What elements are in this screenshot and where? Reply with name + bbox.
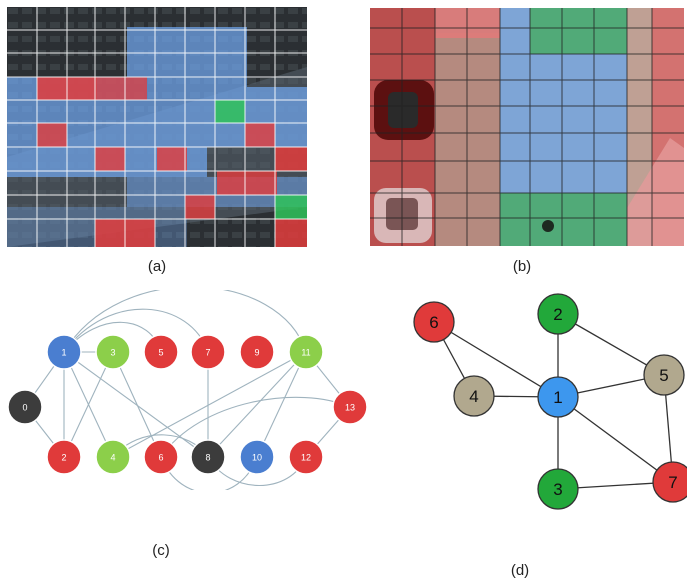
graph-d-node-3: 3 — [537, 468, 579, 510]
graph-c-node-circle — [46, 439, 82, 475]
graph-c-node-label: 0 — [22, 403, 27, 413]
graph-c-edge-1-11 — [63, 290, 307, 353]
graph-d-node-label: 4 — [469, 387, 478, 406]
graph-c-edge-1-8 — [63, 351, 209, 458]
graph-c-node-circle — [288, 439, 324, 475]
graph-c-node-3: 3 — [95, 334, 131, 370]
graph-c-node-label: 10 — [252, 453, 262, 463]
graph-d-node-circle — [413, 301, 455, 343]
graph-c-node-circle — [143, 439, 179, 475]
graph-d-node-circle — [537, 293, 579, 335]
graph-c-node-circle — [288, 334, 324, 370]
graph-d-node-label: 5 — [659, 366, 668, 385]
graph-c-edge-10-11 — [256, 351, 307, 458]
graph-c-node-label: 12 — [301, 453, 311, 463]
graph-c-node-1: 1 — [46, 334, 82, 370]
graph-d-node-label: 6 — [429, 313, 438, 332]
graph-c-edge-2-3 — [63, 351, 114, 458]
graph-d-edge-6-1 — [433, 321, 559, 398]
graph-d-node-7: 7 — [652, 461, 687, 503]
graph-c-node-10: 10 — [239, 439, 275, 475]
graph-d-node-circle — [453, 375, 495, 417]
graph-d-node-1: 1 — [537, 376, 579, 418]
graph-c-edge-6-13 — [160, 396, 351, 458]
graph-c-edge-8-11 — [207, 351, 307, 458]
graph-c-node-0: 0 — [7, 389, 43, 425]
graph-c-node-12: 12 — [288, 439, 324, 475]
graph-d-nodes: 6 2 5 4 1 3 7 — [413, 293, 687, 510]
graph-c-node-7: 7 — [190, 334, 226, 370]
graph-c-node-label: 8 — [205, 453, 210, 463]
graph-c-node-label: 1 — [61, 348, 66, 358]
graph-c-node-circle — [143, 334, 179, 370]
graph-c-node-circle — [239, 334, 275, 370]
graph-c-node-11: 11 — [288, 334, 324, 370]
graph-c-edge-1-7 — [63, 308, 209, 353]
graph-c-node-circle — [190, 334, 226, 370]
graph-d-node-4: 4 — [453, 375, 495, 417]
graph-d-node-circle — [537, 468, 579, 510]
graph-d-node-label: 2 — [553, 305, 562, 324]
caption-b: (b) — [512, 258, 532, 275]
panel-a-image — [7, 7, 307, 247]
caption-d: (d) — [510, 562, 530, 579]
panel-d-graph: 6 2 5 4 1 3 7 — [413, 293, 687, 510]
graph-c-node-label: 4 — [110, 453, 115, 463]
graph-d-node-circle — [652, 461, 687, 503]
graph-c-node-label: 13 — [345, 403, 355, 413]
graph-c-node-9: 9 — [239, 334, 275, 370]
graph-c-node-label: 9 — [254, 348, 259, 358]
caption-a: (a) — [147, 258, 167, 275]
graph-c-node-5: 5 — [143, 334, 179, 370]
graph-d-node-2: 2 — [537, 293, 579, 335]
graph-c-node-circle — [332, 389, 368, 425]
graph-d-node-circle — [643, 354, 685, 396]
graph-c-node-label: 2 — [61, 453, 66, 463]
graph-d-node-6: 6 — [413, 301, 455, 343]
caption-c: (c) — [152, 542, 170, 559]
graph-d-node-label: 3 — [553, 480, 562, 499]
graph-c-node-8: 8 — [190, 439, 226, 475]
graph-c-node-circle — [95, 439, 131, 475]
graph-d-node-circle — [537, 376, 579, 418]
graph-c-node-2: 2 — [46, 439, 82, 475]
graph-c-node-circle — [190, 439, 226, 475]
graph-c-edge-4-11 — [112, 351, 307, 458]
panel-b-image — [370, 8, 684, 246]
graph-c-node-4: 4 — [95, 439, 131, 475]
graph-d-node-label: 7 — [668, 473, 677, 492]
graph-c-node-circle — [7, 389, 43, 425]
graph-c-node-circle — [46, 334, 82, 370]
graph-c-node-label: 11 — [301, 348, 310, 358]
graph-d-node-5: 5 — [643, 354, 685, 396]
graph-c-node-circle — [95, 334, 131, 370]
graph-c-node-label: 3 — [110, 348, 115, 358]
graph-d-edge-1-7 — [557, 396, 674, 483]
graph-d-node-label: 1 — [553, 388, 562, 407]
graph-c-edge-3-6 — [112, 351, 162, 458]
graph-c-node-label: 5 — [158, 348, 163, 358]
graph-c-node-6: 6 — [143, 439, 179, 475]
graph-c-node-13: 13 — [332, 389, 368, 425]
graph-c-node-label: 6 — [158, 453, 163, 463]
graph-c-node-label: 7 — [205, 348, 210, 358]
graph-c-node-circle — [239, 439, 275, 475]
